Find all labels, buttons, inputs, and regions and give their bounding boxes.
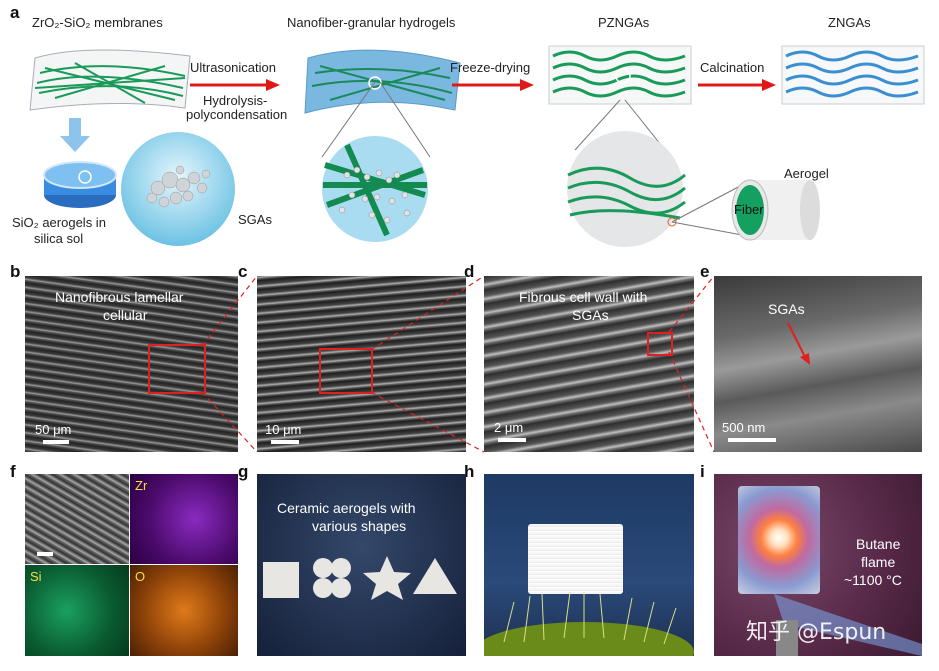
membrane-illustration	[29, 49, 191, 111]
edx-o-map: O	[130, 565, 238, 656]
sem-b-scale-label: 50 μm	[35, 422, 72, 437]
sem-b-zoom-box	[148, 344, 206, 394]
label-polycondensation: polycondensation	[186, 107, 288, 122]
arrow-ultrasonication	[190, 79, 280, 91]
sem-e-scale-bar	[728, 438, 776, 442]
panel-label-i: i	[700, 462, 705, 481]
panel-label-f: f	[10, 462, 16, 481]
label-calcination: Calcination	[700, 60, 765, 75]
sem-panel-c: 10 μm	[257, 276, 466, 452]
photo-g-text-2: various shapes	[312, 518, 407, 534]
sem-d-text-1: Fibrous cell wall with	[519, 289, 648, 305]
hydrogel-zoom-lines	[321, 81, 431, 158]
edx-zr-label: Zr	[135, 478, 148, 493]
hydrogel-illustration	[304, 49, 461, 114]
caption-zngas: ZNGAs	[828, 15, 871, 30]
sem-b-scale-bar	[43, 440, 69, 444]
zngas-illustration	[781, 45, 925, 105]
arrow-freeze-drying	[452, 79, 534, 91]
fiber-zoom-lines	[672, 184, 743, 236]
pzngas-illustration	[548, 45, 692, 105]
panel-label-c: c	[238, 262, 248, 281]
label-freeze-drying: Freeze-drying	[450, 60, 531, 75]
aerogel-sample	[738, 486, 820, 594]
panel-label-a: a	[10, 3, 20, 22]
sem-panel-b: Nanofibrous lamellar cellular 50 μm	[25, 276, 238, 452]
sem-b-text-2: cellular	[103, 307, 148, 323]
photo-g-text-1: Ceramic aerogels with	[277, 500, 416, 516]
photo-i-text-2: flame	[861, 554, 896, 570]
sem-e-pointer-arrow	[787, 322, 810, 365]
watermark: 知乎 @Espun	[746, 620, 887, 645]
edx-si-map: Si	[25, 565, 129, 656]
sem-d-text-2: SGAs	[572, 307, 609, 323]
photo-i-text-1: Butane	[856, 536, 901, 552]
caption-sol-1: SiO₂ aerogels in	[12, 215, 106, 230]
label-hydrolysis: Hydrolysis-	[203, 93, 268, 108]
sgas-zoom-illustration	[121, 132, 235, 246]
caption-sgas: SGAs	[238, 212, 272, 227]
edx-sem-image	[25, 474, 129, 564]
sem-c-scale-label: 10 μm	[265, 422, 302, 437]
photo-aerogel-on-flower	[484, 474, 694, 656]
sem-d-scale-label: 2 μm	[494, 420, 524, 435]
sem-c-zoom-box	[319, 348, 373, 394]
sem-e-scale-label: 500 nm	[722, 420, 766, 435]
aerogel-block	[528, 524, 623, 594]
aerogel-shapes	[263, 556, 457, 600]
caption-hydrogels: Nanofiber-granular hydrogels	[287, 15, 456, 30]
down-arrow	[60, 118, 90, 152]
hydrogel-zoom-illustration	[322, 136, 428, 242]
sem-d-zoom-box	[647, 332, 673, 356]
caption-aerogel: Aerogel	[784, 166, 829, 181]
zoom-connectors	[201, 275, 715, 453]
panel-label-h: h	[464, 462, 475, 481]
caption-membranes: ZrO₂-SiO₂ membranes	[32, 15, 163, 30]
sem-c-scale-bar	[271, 440, 299, 444]
pzngas-zoom-illustration	[567, 131, 686, 247]
edx-si-label: Si	[30, 569, 42, 584]
photo-i-text-3: ~1100 °C	[844, 572, 902, 588]
flower-bristles	[484, 592, 694, 656]
edx-o-label: O	[135, 569, 146, 584]
panel-label-e: e	[700, 262, 710, 281]
panel-label-b: b	[10, 262, 21, 281]
photo-shapes: Ceramic aerogels with various shapes	[257, 474, 466, 656]
arrow-calcination	[698, 79, 776, 91]
caption-pzngas: PZNGAs	[598, 15, 650, 30]
sem-panel-e: SGAs 500 nm	[714, 276, 922, 452]
sol-dish-illustration	[43, 161, 117, 208]
caption-fiber: Fiber	[734, 202, 764, 217]
torch-flame	[774, 594, 922, 656]
panel-label-g: g	[238, 462, 249, 481]
edx-scale-bar	[37, 552, 53, 556]
sem-e-text: SGAs	[768, 301, 805, 317]
edx-zr-map: Zr	[130, 474, 238, 564]
photo-flame-test: Butane flame ~1100 °C 知乎 @Espun	[714, 474, 922, 656]
sem-b-text-1: Nanofibrous lamellar	[55, 289, 184, 305]
label-ultrasonication: Ultrasonication	[190, 60, 276, 75]
fiber-cross-section	[731, 179, 820, 241]
panel-label-d: d	[464, 262, 475, 281]
caption-sol-2: silica sol	[34, 231, 84, 246]
sem-d-scale-bar	[498, 438, 526, 442]
sem-panel-d: Fibrous cell wall with SGAs 2 μm	[484, 276, 694, 452]
